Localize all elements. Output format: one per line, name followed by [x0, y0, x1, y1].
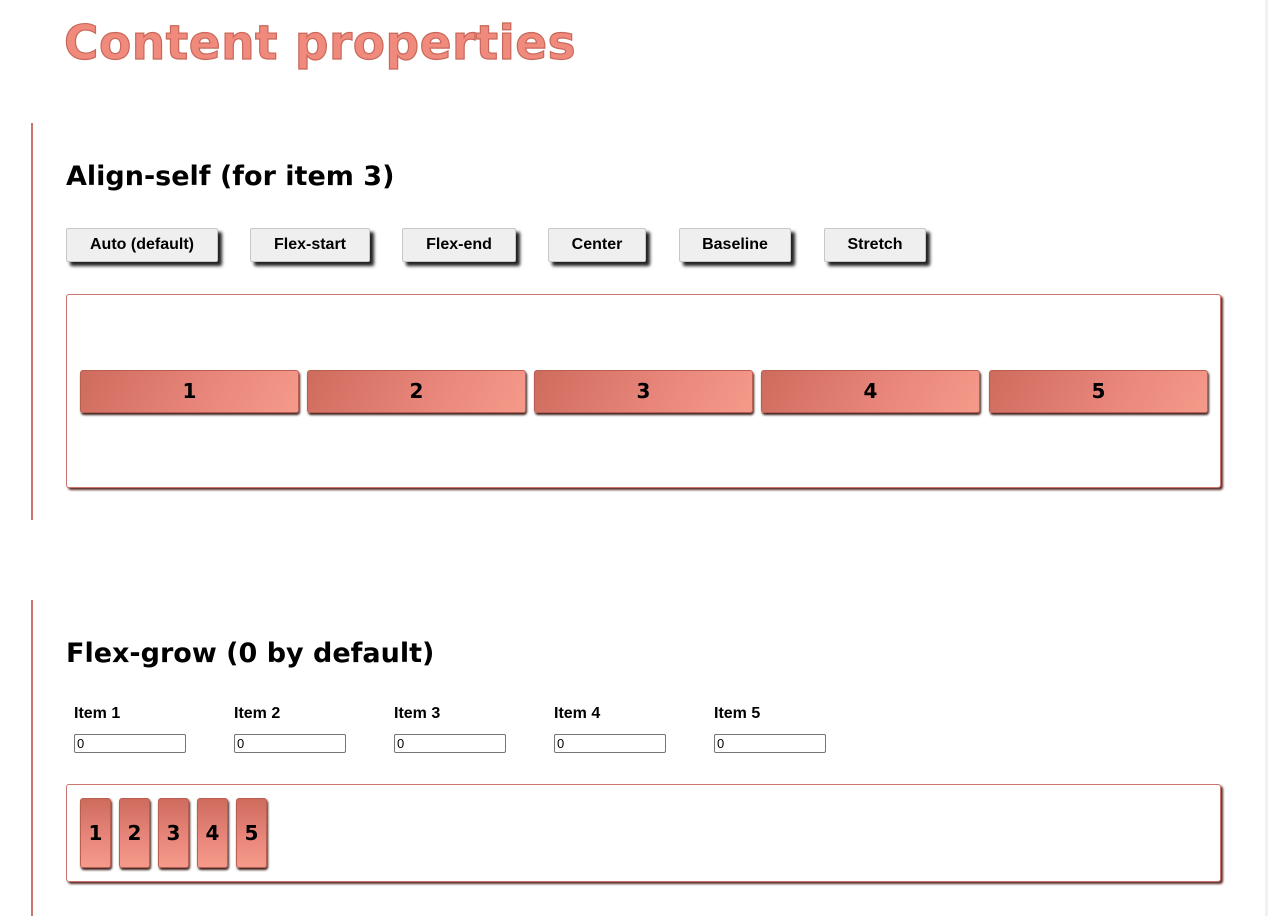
- item-1-grow-input[interactable]: [74, 734, 186, 753]
- item-3-field: Item 3: [394, 704, 506, 753]
- item-2-grow-input[interactable]: [234, 734, 346, 753]
- auto-default-button[interactable]: Auto (default): [66, 228, 218, 262]
- item-3-grow-input[interactable]: [394, 734, 506, 753]
- stretch-button[interactable]: Stretch: [824, 228, 926, 262]
- item-4-grow-input[interactable]: [554, 734, 666, 753]
- item-4-field: Item 4: [554, 704, 666, 753]
- grow-item-2[interactable]: 2: [119, 798, 150, 868]
- align-item-1[interactable]: 1: [80, 370, 299, 413]
- grow-item-5[interactable]: 5: [236, 798, 267, 868]
- item-1-label: Item 1: [74, 705, 121, 722]
- align-self-flex-container: 1 2 3 4 5: [66, 294, 1221, 488]
- flex-start-button[interactable]: Flex-start: [250, 228, 370, 262]
- align-self-section: Align-self (for item 3) Auto (default) F…: [31, 123, 1233, 520]
- item-4-label: Item 4: [554, 705, 601, 722]
- center-button[interactable]: Center: [548, 228, 646, 262]
- align-item-2[interactable]: 2: [307, 370, 526, 413]
- align-item-3[interactable]: 3: [534, 370, 753, 413]
- grow-item-3[interactable]: 3: [158, 798, 189, 868]
- item-5-label: Item 5: [714, 705, 761, 722]
- grow-item-4[interactable]: 4: [197, 798, 228, 868]
- flex-end-button[interactable]: Flex-end: [402, 228, 516, 262]
- flex-grow-flex-container: 1 2 3 4 5: [66, 784, 1221, 882]
- flex-grow-section: Flex-grow (0 by default) Item 1 Item 2 I…: [31, 600, 1233, 916]
- grow-item-1[interactable]: 1: [80, 798, 111, 868]
- page-title: Content properties: [63, 15, 577, 71]
- align-item-4[interactable]: 4: [761, 370, 980, 413]
- align-item-5[interactable]: 5: [989, 370, 1208, 413]
- item-5-grow-input[interactable]: [714, 734, 826, 753]
- flex-grow-title: Flex-grow (0 by default): [66, 638, 435, 669]
- baseline-button[interactable]: Baseline: [679, 228, 791, 262]
- item-2-field: Item 2: [234, 704, 346, 753]
- item-1-field: Item 1: [74, 704, 186, 753]
- item-5-field: Item 5: [714, 704, 826, 753]
- align-self-title: Align-self (for item 3): [66, 161, 395, 192]
- scrollbar-track[interactable]: [1265, 0, 1268, 916]
- item-2-label: Item 2: [234, 705, 281, 722]
- item-3-label: Item 3: [394, 705, 441, 722]
